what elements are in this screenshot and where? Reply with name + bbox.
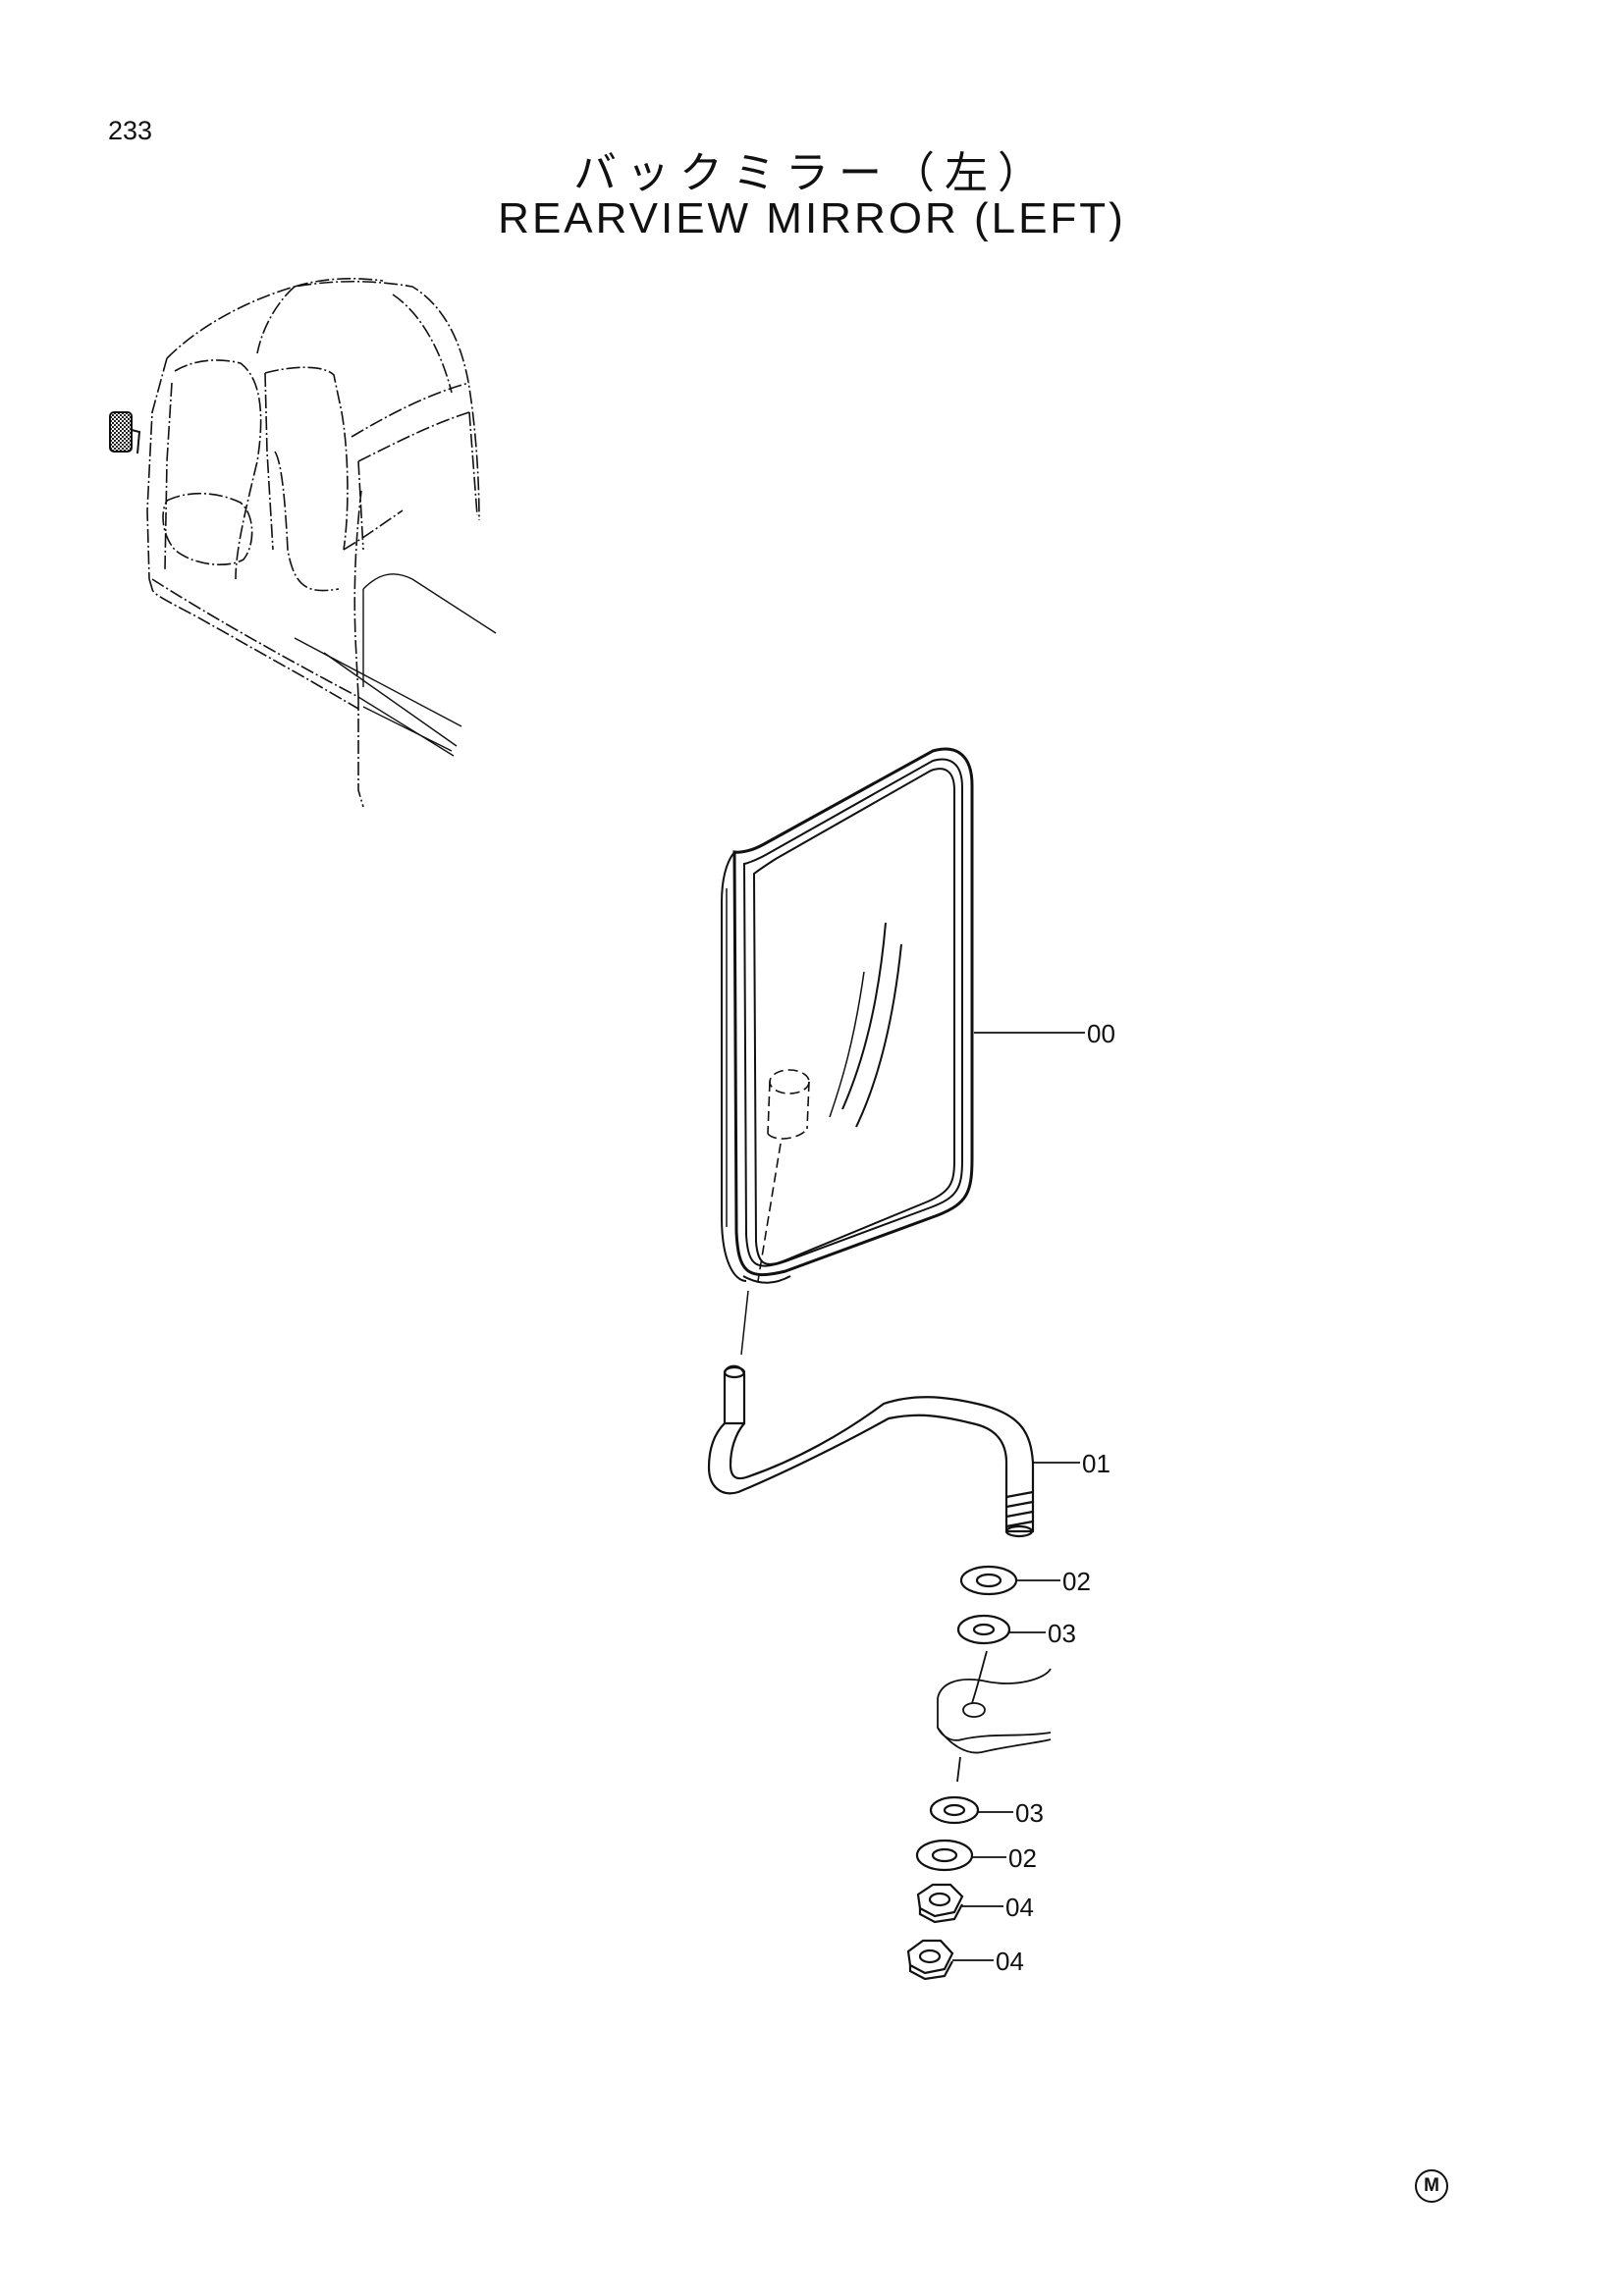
- cab-mirror-location-marker: [109, 411, 133, 453]
- page-number: 233: [108, 116, 153, 145]
- corner-m-mark: M: [1415, 2169, 1448, 2203]
- bracket-drawing: [937, 1650, 1052, 1783]
- page-title-japanese: バックミラー（左）: [573, 148, 1051, 198]
- page-title-english: REARVIEW MIRROR (LEFT): [498, 194, 1126, 242]
- part-label-04-upper: 04: [1005, 1893, 1034, 1922]
- washer-02-lower: [915, 1839, 974, 1872]
- part-label-03-upper: 03: [1048, 1619, 1076, 1648]
- leader-lines: [952, 1032, 1085, 1961]
- nut-04-upper: [916, 1883, 964, 1924]
- mirror-stay-drawing: [707, 1364, 1035, 1538]
- part-label-01: 01: [1082, 1449, 1110, 1478]
- cab-overview: [146, 277, 480, 808]
- washer-03-lower: [929, 1795, 980, 1825]
- part-label-04-lower: 04: [996, 1947, 1024, 1976]
- cab-body-lines: [294, 573, 497, 757]
- part-label-02-upper: 02: [1062, 1567, 1091, 1596]
- part-label-00: 00: [1087, 1019, 1115, 1048]
- part-label-02-lower: 02: [1008, 1843, 1037, 1873]
- nut-04-lower: [906, 1939, 954, 1981]
- mirror-assembly-drawing: [721, 747, 974, 1356]
- part-label-03-lower: 03: [1015, 1798, 1044, 1828]
- washer-02-upper: [959, 1565, 1018, 1596]
- washer-03-upper: [956, 1614, 1011, 1645]
